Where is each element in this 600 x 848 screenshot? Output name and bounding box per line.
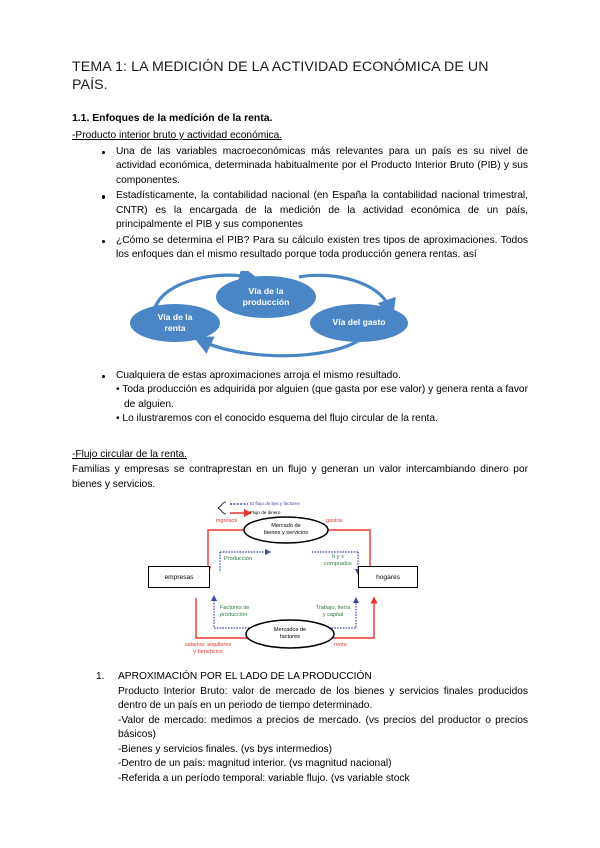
legend-bracket: [217, 501, 227, 515]
bullet-list-resultado: Cualquiera de estas aproximaciones arroj…: [72, 369, 528, 427]
legend-label-goods: El flujo de bys y factores: [250, 501, 300, 507]
bubble-arrows-svg: [152, 270, 396, 357]
list-item: Una de las variables macroeconómicas más…: [102, 145, 528, 188]
arrow-gastos: [316, 526, 371, 571]
legend-label-money: Flujo de dinero: [250, 510, 281, 516]
arrow-factores-produccion: [213, 600, 268, 629]
dash-item: -Valor de mercado: medimos a precios de …: [118, 714, 528, 741]
list-item: Estadísticamente, la contabilidad nacion…: [102, 189, 528, 232]
bubble-via-de-la-renta: Vía de la renta: [130, 303, 220, 342]
sub-heading-producto-interior-bruto: -Producto interior bruto y actividad eco…: [72, 129, 283, 141]
bubble-via-de-la-produccion: Vía de la producción: [216, 275, 316, 318]
ellipse-mercado-bienes: [243, 516, 329, 545]
bubble-renta-text: Vía de la renta: [157, 312, 193, 333]
sub-bullet-item: • Lo ilustraremos con el conocido esquem…: [116, 413, 438, 425]
label-factores-produccion: Factores de producción: [220, 605, 250, 619]
numbered-list-aproximaciones: APROXIMACIÓN POR EL LADO DE LA PRODUCCIÓ…: [72, 670, 528, 786]
sub-bullet-item: • Toda producción es adquirida por algui…: [116, 384, 528, 410]
label-produccion: Producción: [224, 556, 252, 563]
box-empresas: empresas: [148, 566, 210, 589]
list-item: ¿Cómo se determina el PIB? Para su cálcu…: [102, 234, 528, 263]
label-bys-comprados: b y s comprados: [324, 554, 352, 568]
arrow-renta-to-produccion: [152, 270, 259, 312]
arrow-produccion-to-gasto: [298, 273, 396, 318]
circular-flow-diagram: El flujo de bys y factores Flujo de dine…: [108, 500, 448, 660]
ellipse-mercados-factores: [245, 619, 335, 650]
label-ingresos: ingresos: [216, 518, 238, 525]
label-gastos: gastos: [326, 518, 343, 525]
document-content: TEMA 1: LA MEDICIÓN DE LA ACTIVIDAD ECON…: [72, 58, 528, 786]
arrow-salarios: [195, 598, 272, 642]
dash-item: -Bienes y servicios finales. (vs bys int…: [118, 743, 333, 755]
list-item: Cualquiera de estas aproximaciones arroj…: [102, 369, 528, 427]
bullet-list-enfoques: Una de las variables macroeconómicas más…: [72, 145, 528, 263]
page-title: TEMA 1: LA MEDICIÓN DE LA ACTIVIDAD ECON…: [72, 59, 489, 94]
bullet-resultado-text: Cualquiera de estas aproximaciones arroj…: [116, 369, 401, 381]
bubble-via-del-gasto: Vía del gasto: [310, 303, 408, 342]
sub-heading-flujo-circular: -Flujo circular de la renta.: [72, 448, 187, 460]
flow-arrows-svg: [195, 501, 378, 650]
dash-item: -Referida a un período temporal: variabl…: [118, 772, 410, 784]
arrow-gasto-to-renta: [193, 336, 362, 357]
label-mercado-bienes: Mercado de bienes y servicios: [263, 523, 309, 537]
list-item: APROXIMACIÓN POR EL LADO DE LA PRODUCCIÓ…: [96, 670, 528, 786]
bubble-produccion-text: Vía de la producción: [242, 286, 290, 307]
numbered-item-title: APROXIMACIÓN POR EL LADO DE LA PRODUCCIÓ…: [118, 671, 372, 683]
paragraph-flujo-circular: Familias y empresas se contraprestan en …: [72, 464, 528, 490]
box-hogares: hogares: [358, 566, 418, 589]
label-renta: renta: [334, 642, 347, 649]
label-mercados-factores: Mercados de factores: [273, 627, 307, 641]
section-heading: 1.1. Enfoques de la medición de la renta…: [72, 112, 273, 124]
label-salarios-alquileres: salarios, alquileres y beneficios: [184, 642, 232, 656]
numbered-item-body: Producto Interior Bruto: valor de mercad…: [118, 685, 528, 712]
approaches-bubble-diagram: Vía de la renta Vía de la producción Vía…: [124, 270, 424, 361]
label-trabajo-tierra-capital: Trabajo, tierra y capital: [315, 605, 351, 619]
dash-item: -Dentro de un país: magnitud interior. (…: [118, 758, 392, 770]
